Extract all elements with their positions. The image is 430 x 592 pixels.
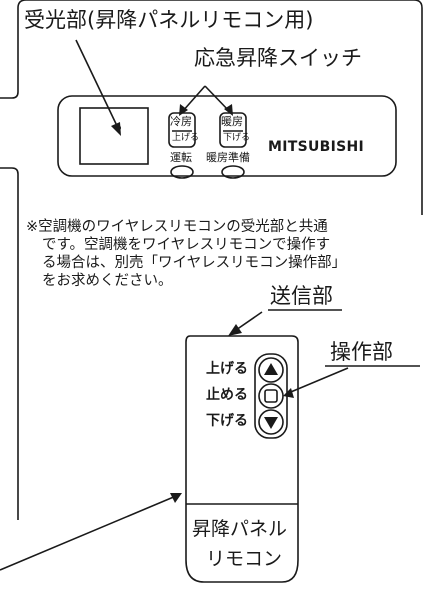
remote-button-down: [258, 409, 284, 435]
brand-logo: MITSUBISHI: [268, 139, 365, 155]
note-line-3: る場合は、別売「ワイヤレスリモコン操作部」: [42, 255, 347, 271]
remote-button-up: [258, 357, 284, 383]
transmitter-pointer: [235, 311, 263, 331]
receiver-pointer-line: [75, 39, 119, 129]
emergency-pointer-right: [204, 85, 231, 113]
emergency-pointer-left: [181, 85, 206, 113]
operation-label: 操作部: [330, 340, 393, 364]
receiver-label: 受光部(昇降パネルリモコン用): [24, 8, 314, 32]
remote-button-label-down: 下げる: [206, 413, 248, 429]
stop-square-icon: [264, 389, 278, 403]
remote-button-stop: [258, 383, 284, 409]
emergency-switch-label: 応急昇降スイッチ: [194, 46, 362, 70]
heat-button-outline: [219, 112, 247, 148]
up-triangle-icon: [264, 363, 278, 375]
remote-body-outline: [185, 335, 299, 583]
heat-button-label-bottom: 下げる: [223, 133, 251, 143]
transmitter-arrowhead: [228, 324, 242, 336]
heat-prep-indicator-lamp: [221, 165, 245, 179]
remote-name-line-2: リモコン: [206, 548, 283, 570]
cool-button-label-bottom: 上げる: [172, 133, 200, 143]
note-line-4: をお求めください。: [42, 273, 173, 289]
run-indicator-label: 運転: [170, 151, 192, 164]
note-line-2: です。空調機をワイヤレスリモコンで操作す: [42, 237, 331, 253]
upper-frame-border: [0, 0, 423, 215]
cool-button-label-top: 冷房: [170, 115, 192, 128]
remote-name-line-1: 昇降パネル: [192, 518, 288, 540]
emergency-arrowhead-left: [179, 104, 188, 116]
remote-pointer-arrowhead: [170, 493, 182, 503]
heat-button-label-top: 暖房: [221, 115, 243, 128]
operation-arrowhead: [283, 388, 294, 398]
down-triangle-icon: [264, 417, 278, 429]
transmitter-label: 送信部: [270, 284, 333, 308]
remote-pointer: [0, 495, 177, 571]
operation-pointer: [285, 367, 349, 395]
note-line-1: ※空調機のワイヤレスリモコンの受光部と共通: [26, 219, 328, 235]
remote-button-label-stop: 止める: [206, 387, 248, 403]
lower-frame-border: [0, 167, 19, 520]
receiver-panel-outline: [57, 95, 397, 177]
heat-prep-indicator-label: 暖房準備: [206, 151, 250, 164]
emergency-arrowhead-right: [224, 104, 233, 116]
sensor-window: [79, 107, 149, 165]
remote-button-label-up: 上げる: [206, 361, 248, 377]
run-indicator-lamp: [170, 165, 194, 179]
